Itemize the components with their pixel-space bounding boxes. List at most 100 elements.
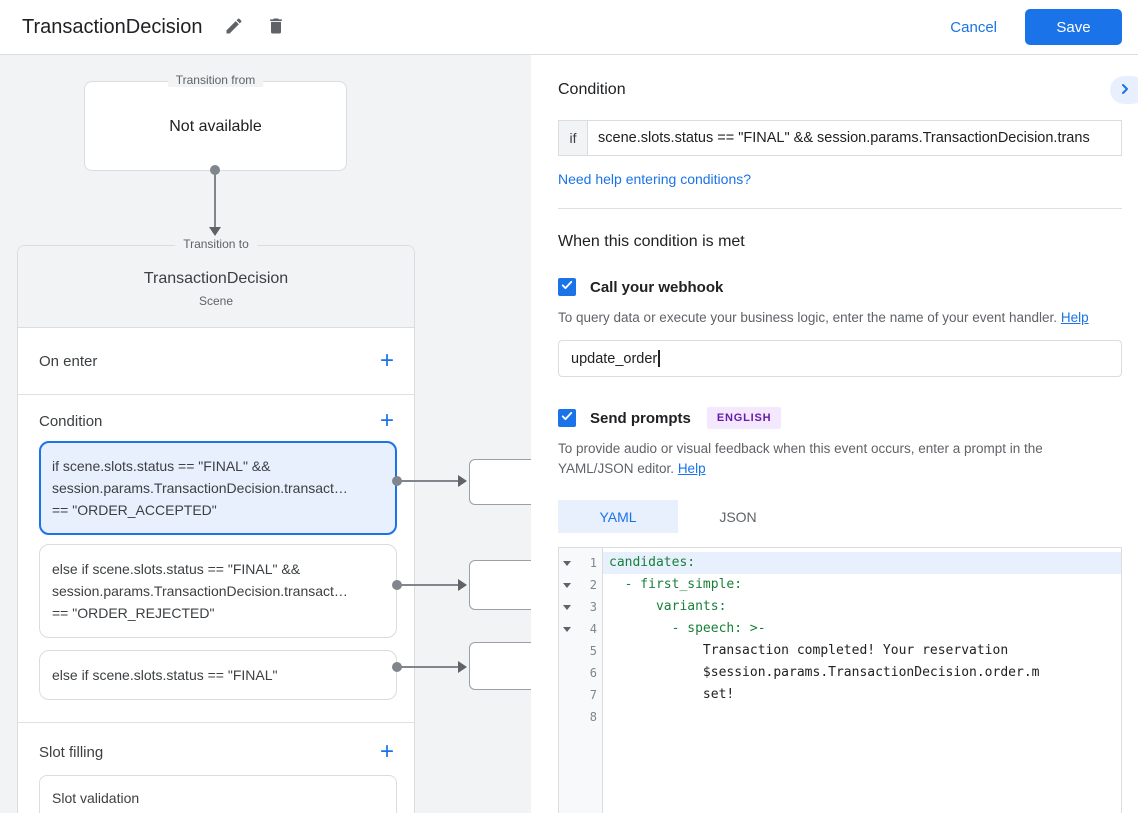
webhook-row: Call your webhook <box>558 278 1122 296</box>
condition-item-final[interactable]: else if scene.slots.status == "FINAL" <box>39 650 397 700</box>
trash-icon <box>266 16 286 39</box>
condition-expression-input[interactable]: scene.slots.status == "FINAL" && session… <box>588 120 1122 156</box>
text-cursor <box>658 350 660 367</box>
condition-expression-row: if scene.slots.status == "FINAL" && sess… <box>558 120 1122 156</box>
webhook-help-link[interactable]: Help <box>1060 310 1089 325</box>
slot-filling-label: Slot filling <box>39 743 104 761</box>
prompt-code-editor[interactable]: 1 2 3 4 5 6 7 8 candidates: - first_simp… <box>558 547 1122 813</box>
transition-arrowhead <box>458 661 467 673</box>
add-on-enter-button[interactable]: + <box>379 347 394 374</box>
condition-item-rejected[interactable]: else if scene.slots.status == "FINAL" &&… <box>39 544 397 638</box>
line-number: 6 <box>589 666 597 680</box>
condition-section-label: Condition <box>39 412 103 430</box>
pencil-icon <box>224 16 244 39</box>
condition-line: if scene.slots.status == "FINAL" && <box>52 458 271 474</box>
send-prompts-row: Send prompts ENGLISH <box>558 407 1122 429</box>
condition-section: Condition + <box>18 395 414 441</box>
on-enter-label: On enter <box>39 352 98 370</box>
collapse-panel-button[interactable] <box>1110 76 1138 104</box>
code-line: candidates: <box>603 552 1121 574</box>
webhook-checkbox[interactable] <box>558 278 576 296</box>
check-icon <box>560 278 574 297</box>
condition-handle-dot[interactable] <box>392 580 402 590</box>
transition-target-node[interactable] <box>469 560 539 610</box>
condition-item-accepted[interactable]: if scene.slots.status == "FINAL" && sess… <box>39 441 397 535</box>
condition-handle-dot[interactable] <box>392 476 402 486</box>
code-line: - speech: >- <box>609 621 766 636</box>
connector-line <box>214 170 216 227</box>
when-met-title: When this condition is met <box>558 233 745 250</box>
language-badge: ENGLISH <box>706 407 782 429</box>
scene-card-header: TransactionDecision Scene <box>18 246 414 328</box>
on-enter-section: On enter + <box>18 328 414 395</box>
header: TransactionDecision Cancel Save <box>0 0 1138 55</box>
divider <box>18 722 414 723</box>
event-handler-input[interactable]: update_order <box>558 340 1122 377</box>
connector-arrowhead <box>209 227 221 236</box>
scene-type: Scene <box>198 294 234 308</box>
transition-target-node[interactable] <box>469 459 539 505</box>
line-number: 7 <box>589 688 597 702</box>
conditions-help-link[interactable]: Need help entering conditions? <box>558 171 752 187</box>
scene-name: TransactionDecision <box>143 270 289 287</box>
condition-header-section: Condition if scene.slots.status == "FINA… <box>531 55 1138 209</box>
delete-scene-button[interactable] <box>260 11 292 43</box>
tab-json[interactable]: JSON <box>719 508 757 525</box>
line-number: 8 <box>589 710 597 724</box>
code-line: Transaction completed! Your reservation <box>609 643 1009 658</box>
prompts-help-link[interactable]: Help <box>677 461 706 476</box>
transition-line <box>397 584 458 586</box>
condition-line: session.params.TransactionDecision.trans… <box>52 480 348 496</box>
divider <box>558 208 1122 209</box>
cancel-button[interactable]: Cancel <box>950 18 997 36</box>
condition-line: else if scene.slots.status == "FINAL" && <box>52 561 301 577</box>
when-met-section: When this condition is met Call your web… <box>531 209 1138 813</box>
transition-arrowhead <box>458 579 467 591</box>
transition-line <box>397 480 458 482</box>
transition-target-node[interactable] <box>469 642 539 690</box>
add-condition-button[interactable]: + <box>379 407 394 434</box>
code-line: set! <box>609 687 735 702</box>
line-number: 3 <box>589 600 597 614</box>
transition-arrowhead <box>458 475 467 487</box>
line-number: 2 <box>589 578 597 592</box>
transition-to-label: Transition to <box>175 237 257 251</box>
transition-from-node: Transition from Not available <box>84 73 347 171</box>
transition-line <box>397 666 458 668</box>
fold-arrow-icon[interactable] <box>559 604 575 610</box>
line-number: 4 <box>589 622 597 636</box>
if-label: if <box>558 120 588 156</box>
webhook-description: To query data or execute your business l… <box>558 310 1089 325</box>
fold-arrow-icon[interactable] <box>559 560 575 566</box>
code-line: - first_simple: <box>609 577 743 592</box>
fold-arrow-icon[interactable] <box>559 582 575 588</box>
page-title: TransactionDecision <box>22 15 203 38</box>
send-prompts-checkbox[interactable] <box>558 409 576 427</box>
editor-code-area[interactable]: candidates: - first_simple: variants: - … <box>603 548 1121 813</box>
send-prompts-label: Send prompts <box>590 409 691 427</box>
save-button[interactable]: Save <box>1025 9 1122 45</box>
chevron-right-icon <box>1117 81 1133 100</box>
fold-arrow-icon[interactable] <box>559 626 575 632</box>
condition-line: == "ORDER_REJECTED" <box>52 605 215 621</box>
condition-line: else if scene.slots.status == "FINAL" <box>52 667 278 683</box>
condition-detail-panel: Condition if scene.slots.status == "FINA… <box>531 55 1138 813</box>
code-line: $session.params.TransactionDecision.orde… <box>609 665 1040 680</box>
line-number: 5 <box>589 644 597 658</box>
slot-filling-section: Slot filling + <box>18 723 414 771</box>
tab-yaml[interactable]: YAML <box>558 500 678 533</box>
check-icon <box>560 409 574 428</box>
condition-line: == "ORDER_ACCEPTED" <box>52 502 217 518</box>
slot-validation-item[interactable]: Slot validation <box>39 775 397 813</box>
transition-from-content: Not available <box>169 118 262 135</box>
edit-scene-button[interactable] <box>218 11 250 43</box>
editor-format-tabs: YAML JSON <box>558 500 1122 533</box>
condition-handle-dot[interactable] <box>392 662 402 672</box>
code-line <box>603 706 1121 728</box>
transition-to-card: Transition to TransactionDecision Scene … <box>17 237 415 813</box>
line-number: 1 <box>589 556 597 570</box>
add-slot-button[interactable]: + <box>379 738 394 765</box>
condition-line: session.params.TransactionDecision.trans… <box>52 583 348 599</box>
prompts-description: To provide audio or visual feedback when… <box>558 441 1043 476</box>
